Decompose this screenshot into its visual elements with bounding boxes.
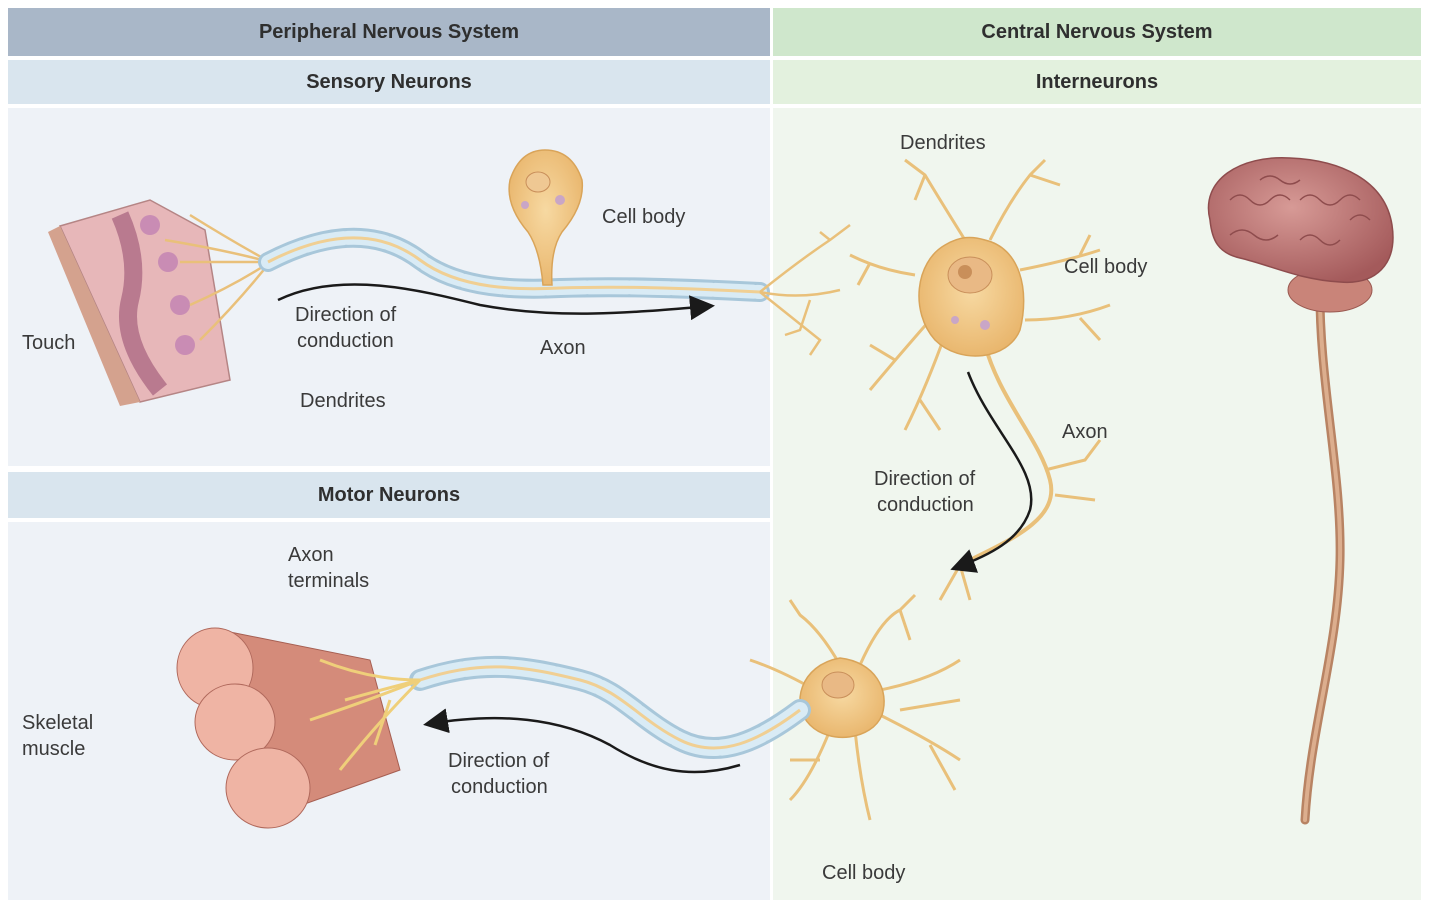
sensory-cell-body xyxy=(508,149,584,286)
axon-terminals-label-1: Axon xyxy=(288,544,334,566)
cns-header-bar xyxy=(773,8,1421,56)
motor-axon xyxy=(412,658,808,756)
sensory-header-bar xyxy=(8,60,770,104)
inter-direction-label-2: conduction xyxy=(877,494,974,516)
sensory-direction-label-2: conduction xyxy=(297,330,394,352)
sensory-header: Sensory Neurons xyxy=(306,70,472,93)
cns-header: Central Nervous System xyxy=(981,20,1213,43)
motor-neuron-cell-body xyxy=(749,593,961,821)
sensory-dendrites-label: Dendrites xyxy=(300,390,386,412)
motor-axon-terminals xyxy=(309,658,422,771)
sensory-axon-label: Axon xyxy=(540,337,586,359)
skeletal-muscle-label-1: Skeletal xyxy=(22,712,94,734)
motor-header: Motor Neurons xyxy=(317,483,461,506)
inter-header-bar xyxy=(773,60,1421,104)
skeletal-muscle xyxy=(176,627,401,829)
touch-label: Touch xyxy=(22,332,76,354)
inter-header: Interneurons xyxy=(1035,70,1159,93)
skeletal-muscle-label-2: muscle xyxy=(22,738,86,760)
pns-header: Peripheral Nervous System xyxy=(258,20,520,43)
sensory-axon-terminals xyxy=(759,224,851,356)
motor-header-bar xyxy=(8,472,770,518)
brain-and-spinal-cord xyxy=(1207,157,1394,825)
axon-terminals-label-2: terminals xyxy=(288,570,370,592)
inter-dendrites-label: Dendrites xyxy=(900,132,986,154)
sensory-direction-arrow xyxy=(277,283,715,321)
sensory-cell-body-label: Cell body xyxy=(602,206,686,228)
inter-direction-label-1: Direction of xyxy=(874,468,976,490)
motor-cell-body-label: Cell body xyxy=(822,862,906,884)
motor-direction-label-2: conduction xyxy=(451,776,548,798)
inter-cell-body-label: Cell body xyxy=(1064,256,1148,278)
pns-header-bar xyxy=(8,8,770,56)
inter-direction-arrow xyxy=(950,371,1033,573)
skin-block xyxy=(48,199,231,406)
inter-axon-label: Axon xyxy=(1062,421,1108,443)
motor-direction-label-1: Direction of xyxy=(448,750,550,772)
motor-direction-arrow xyxy=(423,708,741,774)
sensory-direction-label-1: Direction of xyxy=(295,304,397,326)
interneuron xyxy=(849,158,1111,601)
